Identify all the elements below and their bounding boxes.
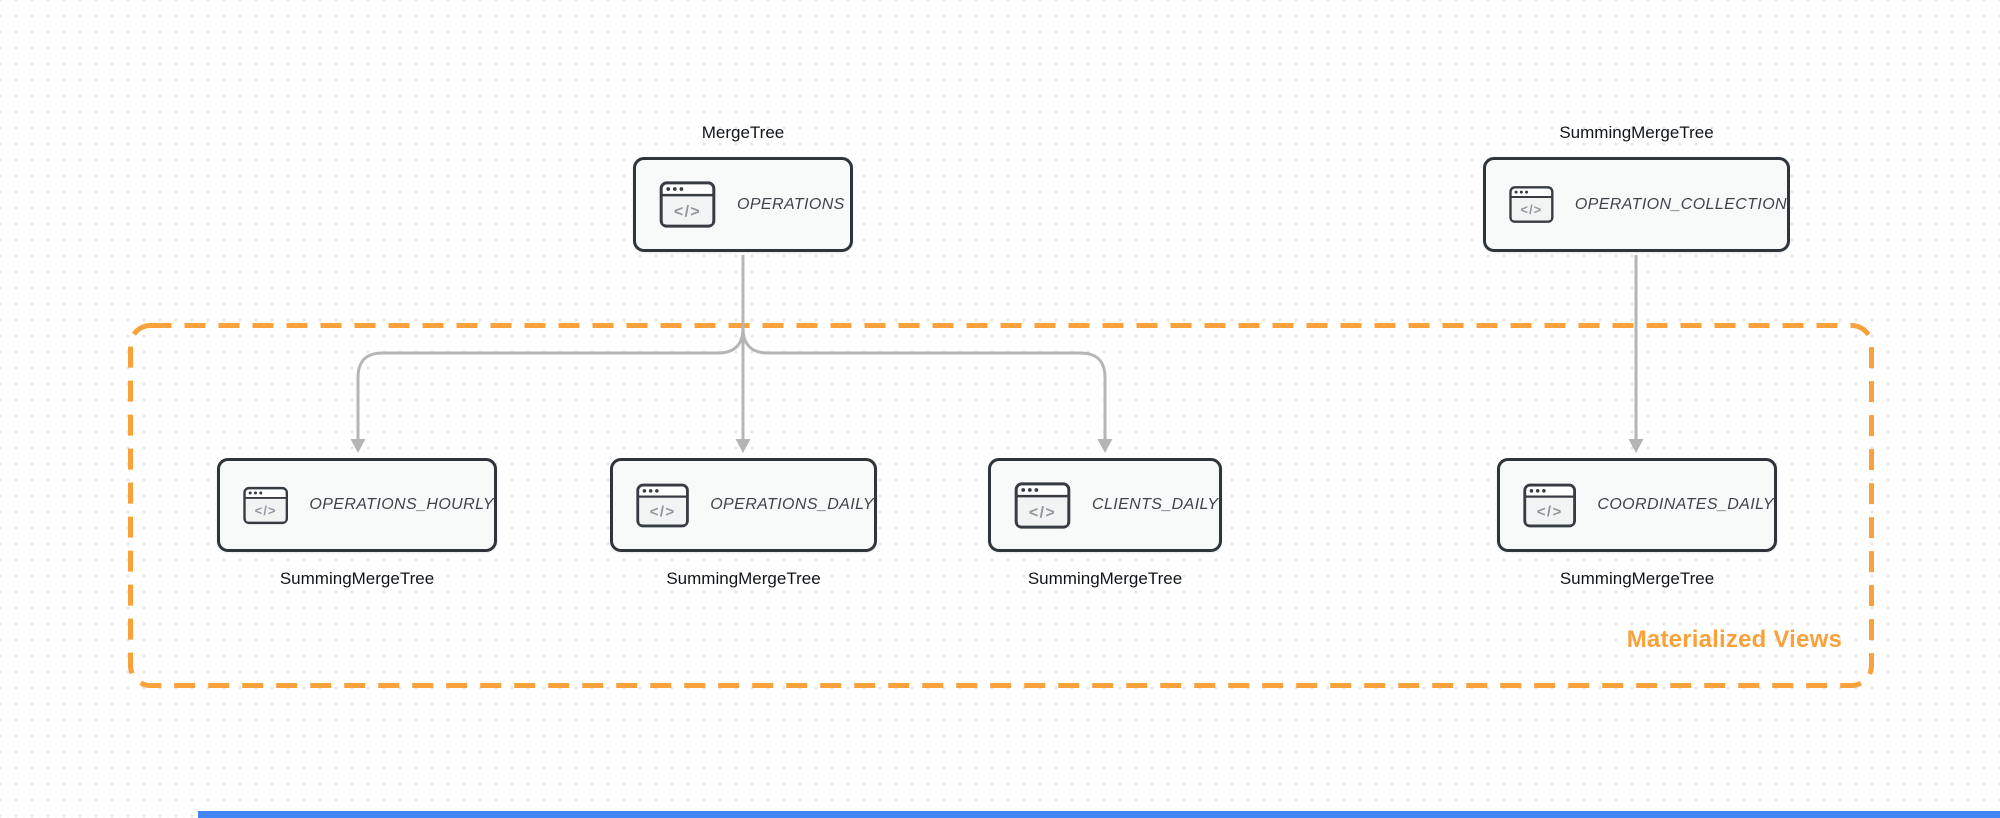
node-title: OPERATIONS xyxy=(737,195,845,213)
svg-text:</>: </> xyxy=(1521,203,1543,217)
arrowhead-clients-daily xyxy=(1097,439,1113,453)
node-operations: MergeTree </> OPERATIONS xyxy=(633,123,853,252)
node-box[interactable]: </> OPERATIONS_DAILY xyxy=(610,458,877,552)
node-box[interactable]: </> OPERATIONS xyxy=(633,157,853,252)
bottom-edge-bar[interactable] xyxy=(198,811,2000,818)
svg-text:</>: </> xyxy=(255,502,277,517)
node-box[interactable]: </> COORDINATES_DAILY xyxy=(1497,458,1777,552)
code-window-icon: </> xyxy=(243,486,289,524)
node-title: OPERATION_COLLECTION xyxy=(1574,195,1787,213)
node-operation-collection: SummingMergeTree </> OPERATION_COLLECTIO… xyxy=(1483,123,1790,252)
node-clients-daily: SummingMergeTree </> CLIENTS_DAILY xyxy=(988,458,1222,588)
engine-label: SummingMergeTree xyxy=(1027,569,1183,588)
node-title: CLIENTS_DAILY xyxy=(1092,496,1219,513)
node-operations-hourly: SummingMergeTree </> OPERATIONS_HOURLY xyxy=(217,458,497,588)
code-window-icon: </> xyxy=(1509,186,1554,223)
code-window-icon: </> xyxy=(1014,481,1071,529)
node-box[interactable]: </> OPERATION_COLLECTION xyxy=(1483,157,1790,252)
code-window-icon: </> xyxy=(659,181,716,228)
engine-label: SummingMergeTree xyxy=(1559,569,1715,588)
engine-label: SummingMergeTree xyxy=(279,569,435,588)
engine-label: SummingMergeTree xyxy=(666,569,821,588)
svg-text:</>: </> xyxy=(674,203,701,220)
node-box[interactable]: </> OPERATIONS_HOURLY xyxy=(217,458,497,552)
svg-text:</>: </> xyxy=(1537,503,1563,520)
arrowhead-operations-hourly xyxy=(350,439,366,453)
engine-label: MergeTree xyxy=(701,123,785,142)
node-coordinates-daily: SummingMergeTree </> COORDINATES_DAILY xyxy=(1497,458,1777,588)
node-operations-daily: SummingMergeTree </> OPERATIONS_DAILY xyxy=(610,458,877,588)
materialized-views-label: Materialized Views xyxy=(1626,626,1842,653)
svg-text:</>: </> xyxy=(650,503,676,520)
node-title: OPERATIONS_HOURLY xyxy=(309,496,494,513)
arrowhead-coordinates-daily xyxy=(1628,439,1644,453)
svg-text:</>: </> xyxy=(1029,504,1056,521)
edge-operations-to-operations-hourly xyxy=(356,300,745,440)
node-title: OPERATIONS_DAILY xyxy=(710,496,874,513)
node-box[interactable]: </> CLIENTS_DAILY xyxy=(988,458,1222,552)
edge-operations-to-clients-daily xyxy=(741,300,1107,440)
code-window-icon: </> xyxy=(1523,483,1577,527)
node-title: COORDINATES_DAILY xyxy=(1597,496,1774,513)
engine-label: SummingMergeTree xyxy=(1559,123,1714,142)
code-window-icon: </> xyxy=(636,483,689,527)
arrowhead-operations-daily xyxy=(735,439,751,453)
